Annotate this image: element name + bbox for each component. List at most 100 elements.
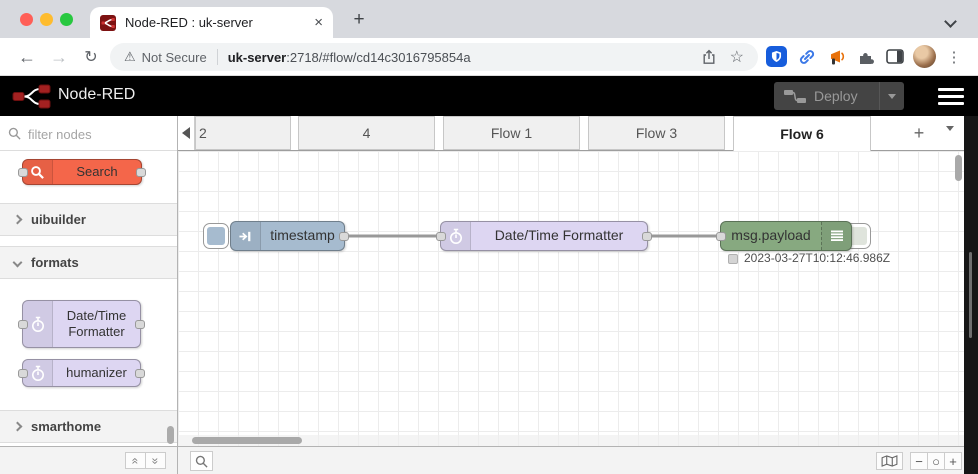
palette-filter bbox=[0, 116, 177, 151]
editor-footer: « » − ○ + bbox=[0, 446, 964, 474]
address-bar[interactable]: ⚠ Not Secure uk-server :2718/#flow/cd14c… bbox=[110, 43, 758, 71]
collapse-all-categories-button[interactable]: « bbox=[125, 452, 146, 469]
zoom-reset-button[interactable]: ○ bbox=[927, 452, 945, 470]
palette-node-datetime-formatter[interactable]: Date/Time Formatter bbox=[18, 300, 145, 348]
output-port[interactable] bbox=[642, 231, 652, 241]
new-tab-button[interactable]: + bbox=[353, 9, 365, 30]
nodered-favicon bbox=[100, 14, 116, 31]
flow-canvas[interactable]: timestamp Date/Time Formatter m bbox=[178, 151, 964, 446]
forward-icon[interactable]: → bbox=[50, 46, 68, 67]
double-chevron-up-icon: « bbox=[128, 457, 143, 464]
filter-nodes-input[interactable] bbox=[26, 122, 170, 146]
flow-tab-4[interactable]: 4 bbox=[298, 116, 435, 150]
add-flow-button[interactable]: + bbox=[913, 122, 925, 143]
browser-tab-title: Node-RED : uk-server bbox=[125, 15, 253, 30]
canvas-vscroll-thumb[interactable] bbox=[955, 155, 962, 181]
extensions-puzzle-icon[interactable] bbox=[856, 47, 876, 67]
share-icon[interactable] bbox=[702, 49, 716, 65]
zoom-in-button[interactable]: + bbox=[944, 452, 962, 470]
inject-arrow-icon bbox=[231, 222, 261, 250]
timer-icon bbox=[23, 360, 53, 386]
nodered-header: Node-RED Deploy bbox=[0, 76, 978, 116]
close-tab-icon[interactable]: × bbox=[314, 14, 323, 31]
search-icon bbox=[195, 455, 208, 468]
flow-tab-bar: 2 4 Flow 1 Flow 3 Flow 6 + bbox=[178, 116, 964, 151]
input-port[interactable] bbox=[436, 231, 446, 241]
back-icon[interactable]: ← bbox=[18, 46, 36, 67]
window-minimize-button[interactable] bbox=[40, 13, 53, 26]
sidebar-drag-grip[interactable] bbox=[969, 252, 972, 338]
deploy-label: Deploy bbox=[814, 88, 858, 104]
palette-sidebar: Search uibuilder formats Date/Time Forma… bbox=[0, 116, 178, 446]
canvas-hscroll-track bbox=[178, 435, 964, 446]
expand-all-categories-button[interactable]: » bbox=[145, 452, 166, 469]
not-secure-label: Not Secure bbox=[141, 49, 207, 65]
not-secure-warning-icon[interactable]: ⚠ bbox=[124, 49, 136, 64]
palette-node-search[interactable]: Search bbox=[18, 159, 146, 185]
timer-icon bbox=[23, 301, 53, 347]
bitwarden-extension-icon[interactable] bbox=[766, 46, 787, 67]
input-port bbox=[18, 167, 28, 177]
node-label: Date/Time Formatter bbox=[494, 227, 624, 244]
palette-scrollbar[interactable] bbox=[167, 426, 174, 444]
tab-search-icon[interactable] bbox=[944, 13, 957, 31]
megaphone-extension-icon[interactable] bbox=[827, 47, 847, 67]
node-label: msg.payload bbox=[731, 227, 811, 244]
url-divider bbox=[216, 49, 218, 65]
node-datetime-formatter[interactable]: Date/Time Formatter bbox=[436, 221, 652, 251]
palette-footer: « » bbox=[0, 447, 178, 474]
navigator-map-button[interactable] bbox=[876, 452, 903, 470]
chevron-down-icon bbox=[12, 257, 23, 268]
url-host: uk-server bbox=[227, 49, 287, 65]
flow-tab-flow3[interactable]: Flow 3 bbox=[588, 116, 725, 150]
palette-node-humanizer[interactable]: humanizer bbox=[18, 359, 145, 387]
wires bbox=[346, 234, 720, 238]
workspace: 2 4 Flow 1 Flow 3 Flow 6 + bbox=[178, 116, 964, 446]
palette-category-uibuilder[interactable]: uibuilder bbox=[0, 203, 177, 236]
output-port bbox=[136, 167, 146, 177]
node-inject-timestamp[interactable]: timestamp bbox=[230, 221, 349, 251]
main-menu-icon[interactable] bbox=[938, 88, 964, 105]
flow-tab-flow1[interactable]: Flow 1 bbox=[443, 116, 580, 150]
canvas-search-button[interactable] bbox=[190, 451, 213, 471]
debug-list-icon bbox=[821, 222, 851, 250]
input-port bbox=[18, 319, 28, 329]
timer-icon bbox=[441, 222, 471, 250]
node-status-text: 2023-03-27T10:12:46.986Z bbox=[744, 251, 891, 265]
deploy-button[interactable]: Deploy bbox=[774, 82, 904, 110]
browser-tab[interactable]: Node-RED : uk-server × bbox=[90, 7, 333, 38]
inject-trigger-button[interactable] bbox=[203, 223, 229, 249]
bookmark-star-icon[interactable]: ☆ bbox=[729, 49, 744, 66]
side-panel-icon[interactable] bbox=[885, 48, 905, 64]
node-debug-msg-payload[interactable]: msg.payload bbox=[716, 221, 852, 251]
window-close-button[interactable] bbox=[20, 13, 33, 26]
deploy-icon bbox=[784, 89, 806, 103]
zoom-out-button[interactable]: − bbox=[910, 452, 928, 470]
scroll-tabs-left-button[interactable] bbox=[178, 116, 195, 150]
browser-toolbar: ← → ↻ ⚠ Not Secure uk-server :2718/#flow… bbox=[0, 38, 978, 76]
input-port[interactable] bbox=[716, 231, 726, 241]
deploy-options-caret[interactable] bbox=[879, 82, 904, 110]
sidebar-collapsed-strip[interactable] bbox=[964, 116, 978, 474]
node-label: humanizer bbox=[66, 364, 127, 380]
flow-tab-flow6-active[interactable]: Flow 6 bbox=[733, 116, 871, 151]
triangle-left-icon bbox=[182, 127, 190, 139]
window-zoom-button[interactable] bbox=[60, 13, 73, 26]
palette-category-smarthome[interactable]: smarthome bbox=[0, 410, 177, 443]
chevron-right-icon bbox=[12, 421, 23, 432]
link-extension-icon[interactable] bbox=[797, 47, 817, 67]
double-chevron-down-icon: » bbox=[148, 457, 163, 464]
magnifier-icon bbox=[23, 160, 53, 184]
browser-tabstrip: Node-RED : uk-server × + bbox=[0, 0, 978, 38]
flow-tab-2[interactable]: 2 bbox=[195, 116, 291, 150]
canvas-hscroll-thumb[interactable] bbox=[192, 437, 302, 444]
palette-category-formats[interactable]: formats bbox=[0, 246, 177, 279]
reload-icon[interactable]: ↻ bbox=[84, 49, 98, 66]
flow-list-caret[interactable] bbox=[946, 126, 954, 149]
output-port[interactable] bbox=[339, 231, 349, 241]
browser-menu-icon[interactable]: ⋮ bbox=[946, 49, 962, 66]
profile-avatar[interactable] bbox=[913, 45, 936, 68]
map-icon bbox=[881, 455, 898, 467]
output-port bbox=[135, 368, 145, 378]
